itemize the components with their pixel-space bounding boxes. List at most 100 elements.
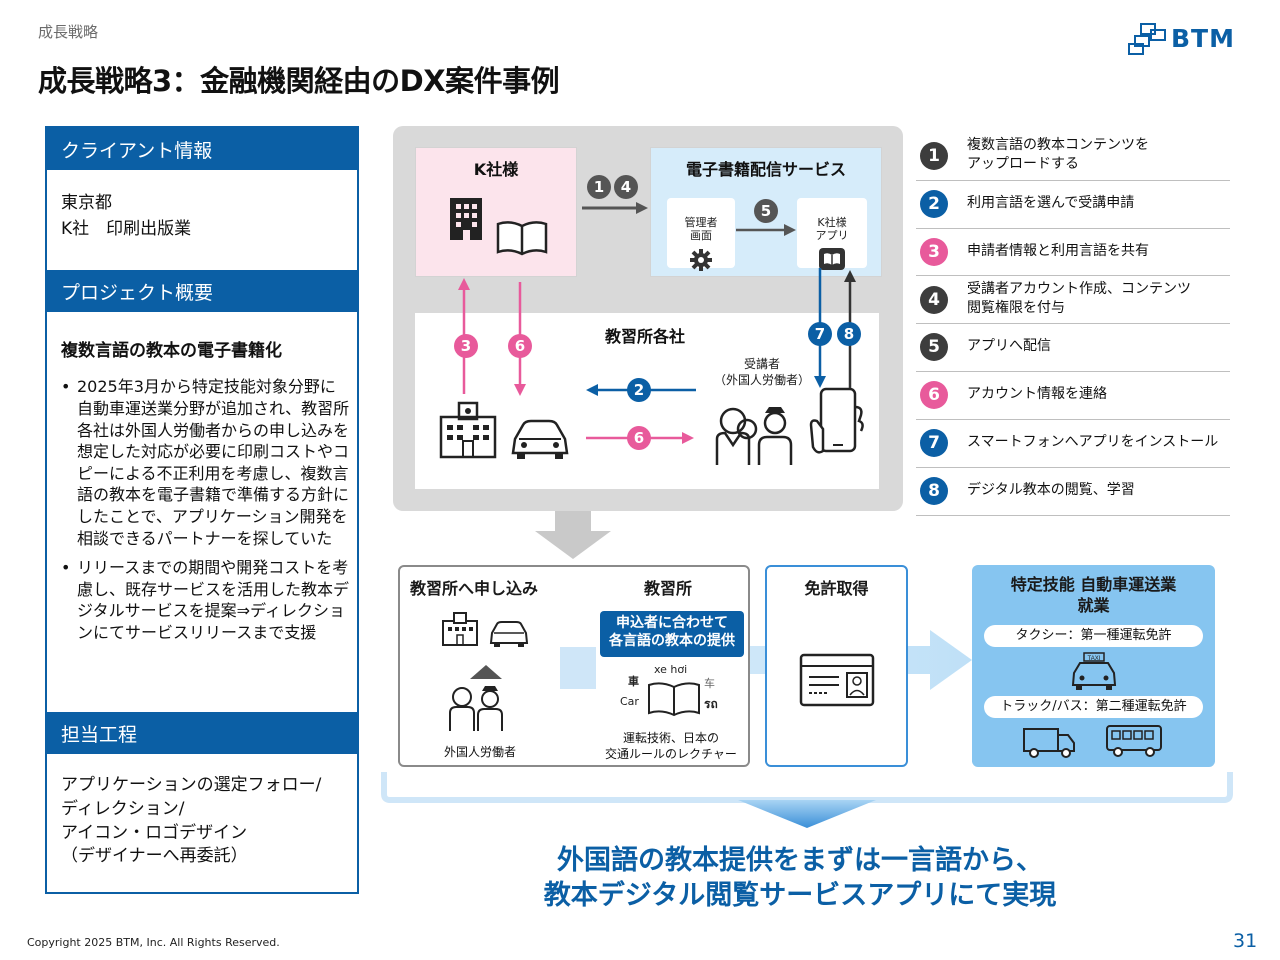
- word-english: Car: [620, 695, 639, 708]
- legend-text: スマートフォンへアプリをインストール: [967, 434, 1219, 450]
- project-info-panel: クライアント情報 東京都 K社 印刷出版業 プロジェクト概要 複数言語の教本の電…: [45, 126, 359, 894]
- legend-num-8: 8: [920, 477, 948, 505]
- k-app-label: K社様 アプリ: [815, 216, 849, 243]
- legend-text: 申請者情報と利用言語を共有: [967, 243, 1149, 259]
- breadcrumb: 成長戦略: [38, 23, 99, 41]
- scope-line: （デザイナーへ再委託）: [61, 846, 248, 867]
- scope-line: アイコン・ロゴデザイン: [61, 822, 248, 843]
- legend-item: 8 デジタル教本の閲覧、学習: [916, 468, 1230, 516]
- provide-textbook-tag: 申込者に合わせて 各言語の教本の提供: [600, 611, 744, 657]
- page-title: 成長戦略3：金融機関経由のDX案件事例: [38, 64, 560, 98]
- book-icon: [496, 221, 548, 256]
- driving-school-label: 教習所各社: [604, 327, 685, 346]
- legend-num-7: 7: [920, 429, 948, 457]
- step-5-badge: 5: [754, 199, 778, 223]
- step-1-badge: 1: [587, 175, 611, 199]
- legend-item: 6 アカウント情報を連絡: [916, 372, 1230, 420]
- word-vietnamese: xe hơi: [654, 663, 688, 676]
- school-icon: [439, 401, 497, 459]
- conclusion-line: 外国語の教本提供をまずは一言語から、: [557, 845, 1043, 876]
- school-icon-small: [442, 612, 478, 646]
- project-bullet: リリースまでの期間や開発コストを考慮し、既存サービスを活用した教本デジタルサービ…: [61, 557, 351, 643]
- step-6-badge-lower: 6: [627, 426, 651, 450]
- copyright: Copyright 2025 BTM, Inc. All Rights Rese…: [27, 936, 280, 949]
- conclusion-text: 外国語の教本提供をまずは一言語から、 教本デジタル閲覧サービスアプリにて実現: [440, 843, 1160, 913]
- bus-icon: [1106, 725, 1162, 757]
- ebook-service-label: 電子書籍配信サービス: [685, 160, 846, 179]
- apply-heading: 教習所へ申し込み: [410, 579, 539, 598]
- legend-num-3: 3: [920, 238, 948, 266]
- right-arrow-icon: [582, 202, 648, 214]
- legend-text: 受講者アカウント作成、コンテンツ 閲覧権限を付与: [967, 281, 1191, 316]
- taxi-icon: TAXI: [1071, 652, 1117, 690]
- foreign-worker-caption: 外国人労働者: [443, 745, 516, 759]
- client-info-heading: クライアント情報: [47, 128, 357, 170]
- project-bullet: 2025年3月から特定技能対象分野に自動車運送業分野が追加され、教習所各社は外国…: [61, 376, 351, 549]
- scope-line: ディレクション/: [61, 798, 185, 819]
- legend-num-1: 1: [920, 142, 948, 170]
- summary-bracket: [381, 772, 1233, 828]
- book-app-icon: [819, 247, 845, 270]
- word-japanese: 車: [628, 675, 639, 688]
- step-7-badge: 7: [808, 322, 832, 346]
- truck-icon: [1023, 728, 1075, 758]
- school-application-box: 教習所へ申し込み 教習所 外国人労働者 申込者に合わせて 各言語の教本の提供 x…: [398, 565, 750, 767]
- word-chinese: 车: [704, 677, 715, 690]
- truck-bus-license-pill: トラック/バス：第二種運転免許: [984, 696, 1203, 718]
- license-heading: 免許取得: [804, 579, 869, 598]
- down-arrow-icon: [535, 511, 611, 559]
- scope-line: アプリケーションの選定フォロー/: [61, 775, 322, 795]
- legend-item: 4 受講者アカウント作成、コンテンツ 閲覧権限を付与: [916, 276, 1230, 324]
- legend-text: アカウント情報を連絡: [967, 386, 1107, 402]
- project-overview: 複数言語の教本の電子書籍化 2025年3月から特定技能対象分野に自動車運送業分野…: [61, 338, 351, 643]
- student-label: 受講者 （外国人労働者）: [713, 357, 810, 387]
- logo-text: BTM: [1171, 24, 1235, 53]
- admin-screen-card: 管理者 画面: [667, 198, 735, 271]
- building-icon: [450, 198, 482, 240]
- car-icon-small: [489, 621, 529, 647]
- lecture-caption: 運転技術、日本の 交通ルールのレクチャー: [605, 731, 737, 761]
- scope-heading: 担当工程: [47, 712, 357, 754]
- client-location: 東京都: [61, 193, 112, 213]
- btm-logo-icon: [1128, 23, 1166, 55]
- legend-item: 1 複数言語の教本コンテンツを アップロードする: [916, 132, 1230, 181]
- school-heading: 教習所: [644, 579, 693, 598]
- word-thai: รถ: [704, 697, 718, 711]
- legend-text: アプリへ配信: [967, 338, 1051, 354]
- legend-num-5: 5: [920, 333, 948, 361]
- employment-heading: 特定技能 自動車運送業 就業: [1010, 575, 1177, 615]
- admin-screen-label: 管理者 画面: [684, 216, 718, 243]
- k-company-box: K社様: [415, 147, 577, 277]
- right-arrow-icon: [736, 224, 796, 236]
- project-title: 複数言語の教本の電子書籍化: [61, 341, 282, 361]
- step-8-badge: 8: [837, 322, 861, 346]
- client-info: 東京都 K社 印刷出版業: [61, 190, 351, 243]
- gear-icon: [690, 248, 712, 271]
- smartphone-icon: [809, 387, 864, 454]
- car-icon: [511, 419, 569, 459]
- legend-text: 利用言語を選んで受講申請: [967, 195, 1135, 211]
- legend-text: デジタル教本の閲覧、学習: [967, 482, 1135, 498]
- up-triangle-icon: [470, 665, 502, 679]
- legend-num-4: 4: [920, 286, 948, 314]
- foreign-workers-icon: [715, 407, 793, 465]
- step-6-badge: 6: [508, 334, 532, 358]
- taxi-license-pill: タクシー：第一種運転免許: [984, 625, 1203, 647]
- foreign-workers-icon-small: [449, 686, 503, 731]
- step-2-badge: 2: [627, 378, 651, 402]
- legend-item: 7 スマートフォンへアプリをインストール: [916, 420, 1230, 468]
- step-3-badge: 3: [454, 334, 478, 358]
- employment-box: 特定技能 自動車運送業 就業 タクシー：第一種運転免許 TAXI トラック/バス…: [972, 565, 1215, 767]
- page-number: 31: [1233, 930, 1258, 952]
- project-overview-heading: プロジェクト概要: [47, 270, 357, 312]
- legend-item: 2 利用言語を選んで受講申請: [916, 181, 1230, 229]
- k-company-label: K社様: [473, 160, 519, 179]
- conclusion-line: 教本デジタル閲覧サービスアプリにて実現: [543, 880, 1057, 912]
- license-box: 免許取得: [765, 565, 908, 767]
- btm-logo: BTM: [1127, 22, 1255, 58]
- legend-num-6: 6: [920, 381, 948, 409]
- legend-item: 3 申請者情報と利用言語を共有: [916, 229, 1230, 276]
- legend-text: 複数言語の教本コンテンツを アップロードする: [967, 137, 1149, 172]
- license-card-icon: [799, 653, 875, 707]
- legend-item: 5 アプリへ配信: [916, 324, 1230, 372]
